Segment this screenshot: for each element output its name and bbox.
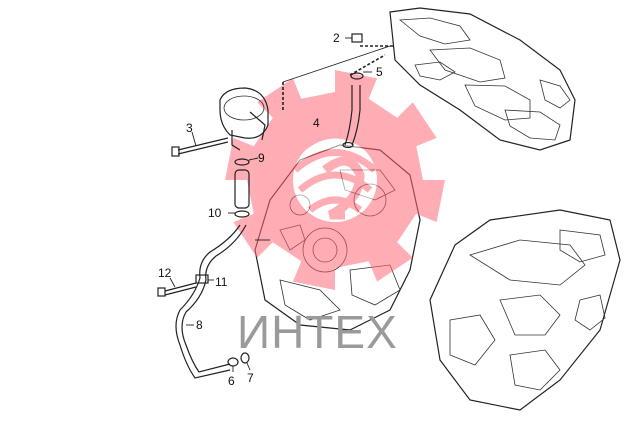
dashed-line-5 — [349, 54, 386, 76]
callout-6: 6 — [228, 374, 235, 388]
leader-line-top — [282, 45, 391, 83]
callout-9: 9 — [258, 151, 265, 165]
part-11-clip — [195, 274, 214, 284]
part-5-clamp — [350, 71, 372, 80]
part-12-bolt — [157, 277, 197, 297]
callout-12: 12 — [158, 266, 172, 280]
callout-10: 10 — [208, 206, 222, 220]
part-2-bolt — [345, 33, 363, 43]
part-6-fitting — [227, 357, 239, 372]
gear-watermark — [225, 70, 445, 290]
callout-4: 4 — [313, 116, 320, 130]
callout-3: 3 — [186, 121, 193, 135]
hose-segment — [234, 169, 250, 209]
part-9-clamp — [234, 157, 259, 166]
callout-5: 5 — [376, 65, 383, 79]
engine-block-right — [429, 209, 621, 411]
part-10-clamp — [228, 210, 250, 218]
valve-housing — [219, 87, 269, 151]
watermark-text: ИНТЕХ — [237, 306, 398, 358]
part-3-bolt — [171, 131, 229, 157]
callout-7: 7 — [247, 371, 254, 385]
part-7-fitting — [240, 352, 251, 371]
callout-11: 11 — [215, 275, 228, 289]
part-8-tube — [175, 224, 247, 379]
intake-manifold — [389, 7, 576, 151]
part-4-pipe — [342, 85, 361, 149]
callout-8: 8 — [196, 318, 203, 332]
callout-2: 2 — [333, 31, 340, 45]
